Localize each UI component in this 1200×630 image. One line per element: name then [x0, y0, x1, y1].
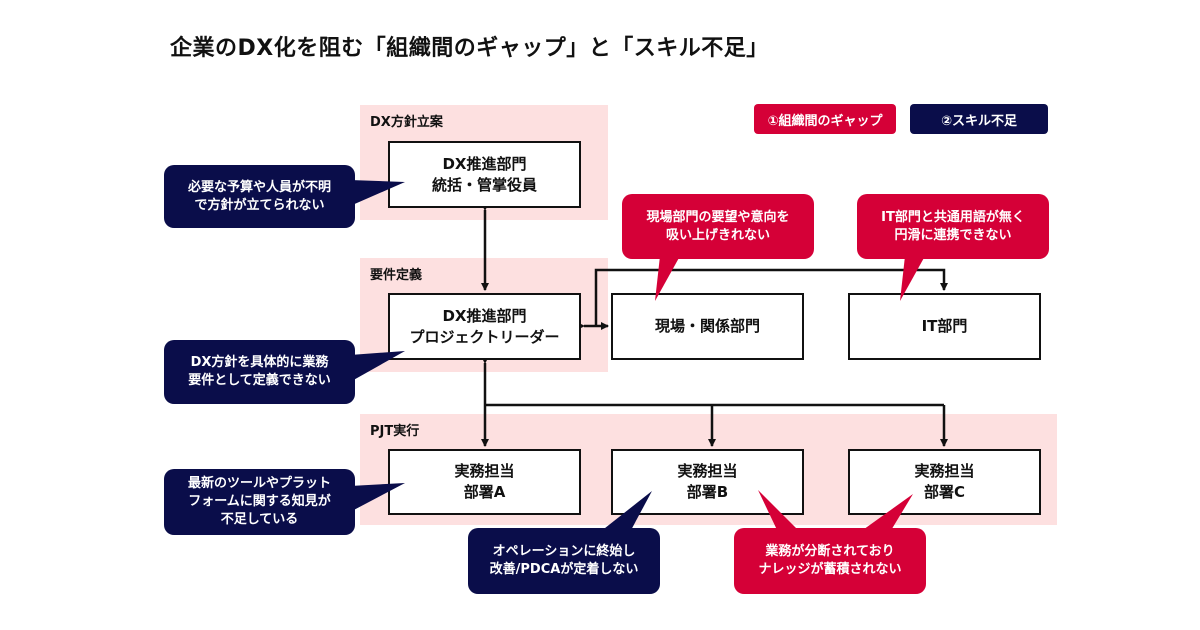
issue-it-terminology: IT部門と共通用語が無く 円滑に連携できない [857, 194, 1049, 259]
issue-silo-knowledge: 業務が分断されており ナレッジが蓄積されない [734, 528, 926, 594]
node-dx-project-leader: DX推進部門 プロジェクトリーダー [388, 293, 581, 360]
node-dx-executive: DX推進部門 統括・管掌役員 [388, 141, 581, 208]
legend-skill-shortage: ②スキル不足 [910, 104, 1048, 134]
node-field-department: 現場・関係部門 [611, 293, 804, 360]
phase-label: PJT実行 [370, 424, 420, 439]
issue-budget-unclear: 必要な予算や人員が不明 で方針が立てられない [164, 165, 355, 228]
node-dept-b: 実務担当 部署B [611, 449, 804, 515]
diagram-title: 企業のDX化を阻む「組織間のギャップ」と「スキル不足」 [170, 36, 769, 61]
node-dept-a: 実務担当 部署A [388, 449, 581, 515]
node-dept-c: 実務担当 部署C [848, 449, 1041, 515]
legend-organizational-gap: ①組織間のギャップ [754, 104, 896, 134]
issue-field-needs: 現場部門の要望や意向を 吸い上げきれない [622, 194, 814, 259]
node-it-department: IT部門 [848, 293, 1041, 360]
issue-knowledge-shortage: 最新のツールやプラット フォームに関する知見が 不足している [164, 469, 355, 535]
phase-label: 要件定義 [370, 268, 423, 283]
issue-requirements-undefined: DX方針を具体的に業務 要件として定義できない [164, 340, 355, 404]
issue-pdca: オペレーションに終始し 改善/PDCAが定着しない [468, 528, 660, 594]
phase-label: DX方針立案 [370, 115, 443, 130]
